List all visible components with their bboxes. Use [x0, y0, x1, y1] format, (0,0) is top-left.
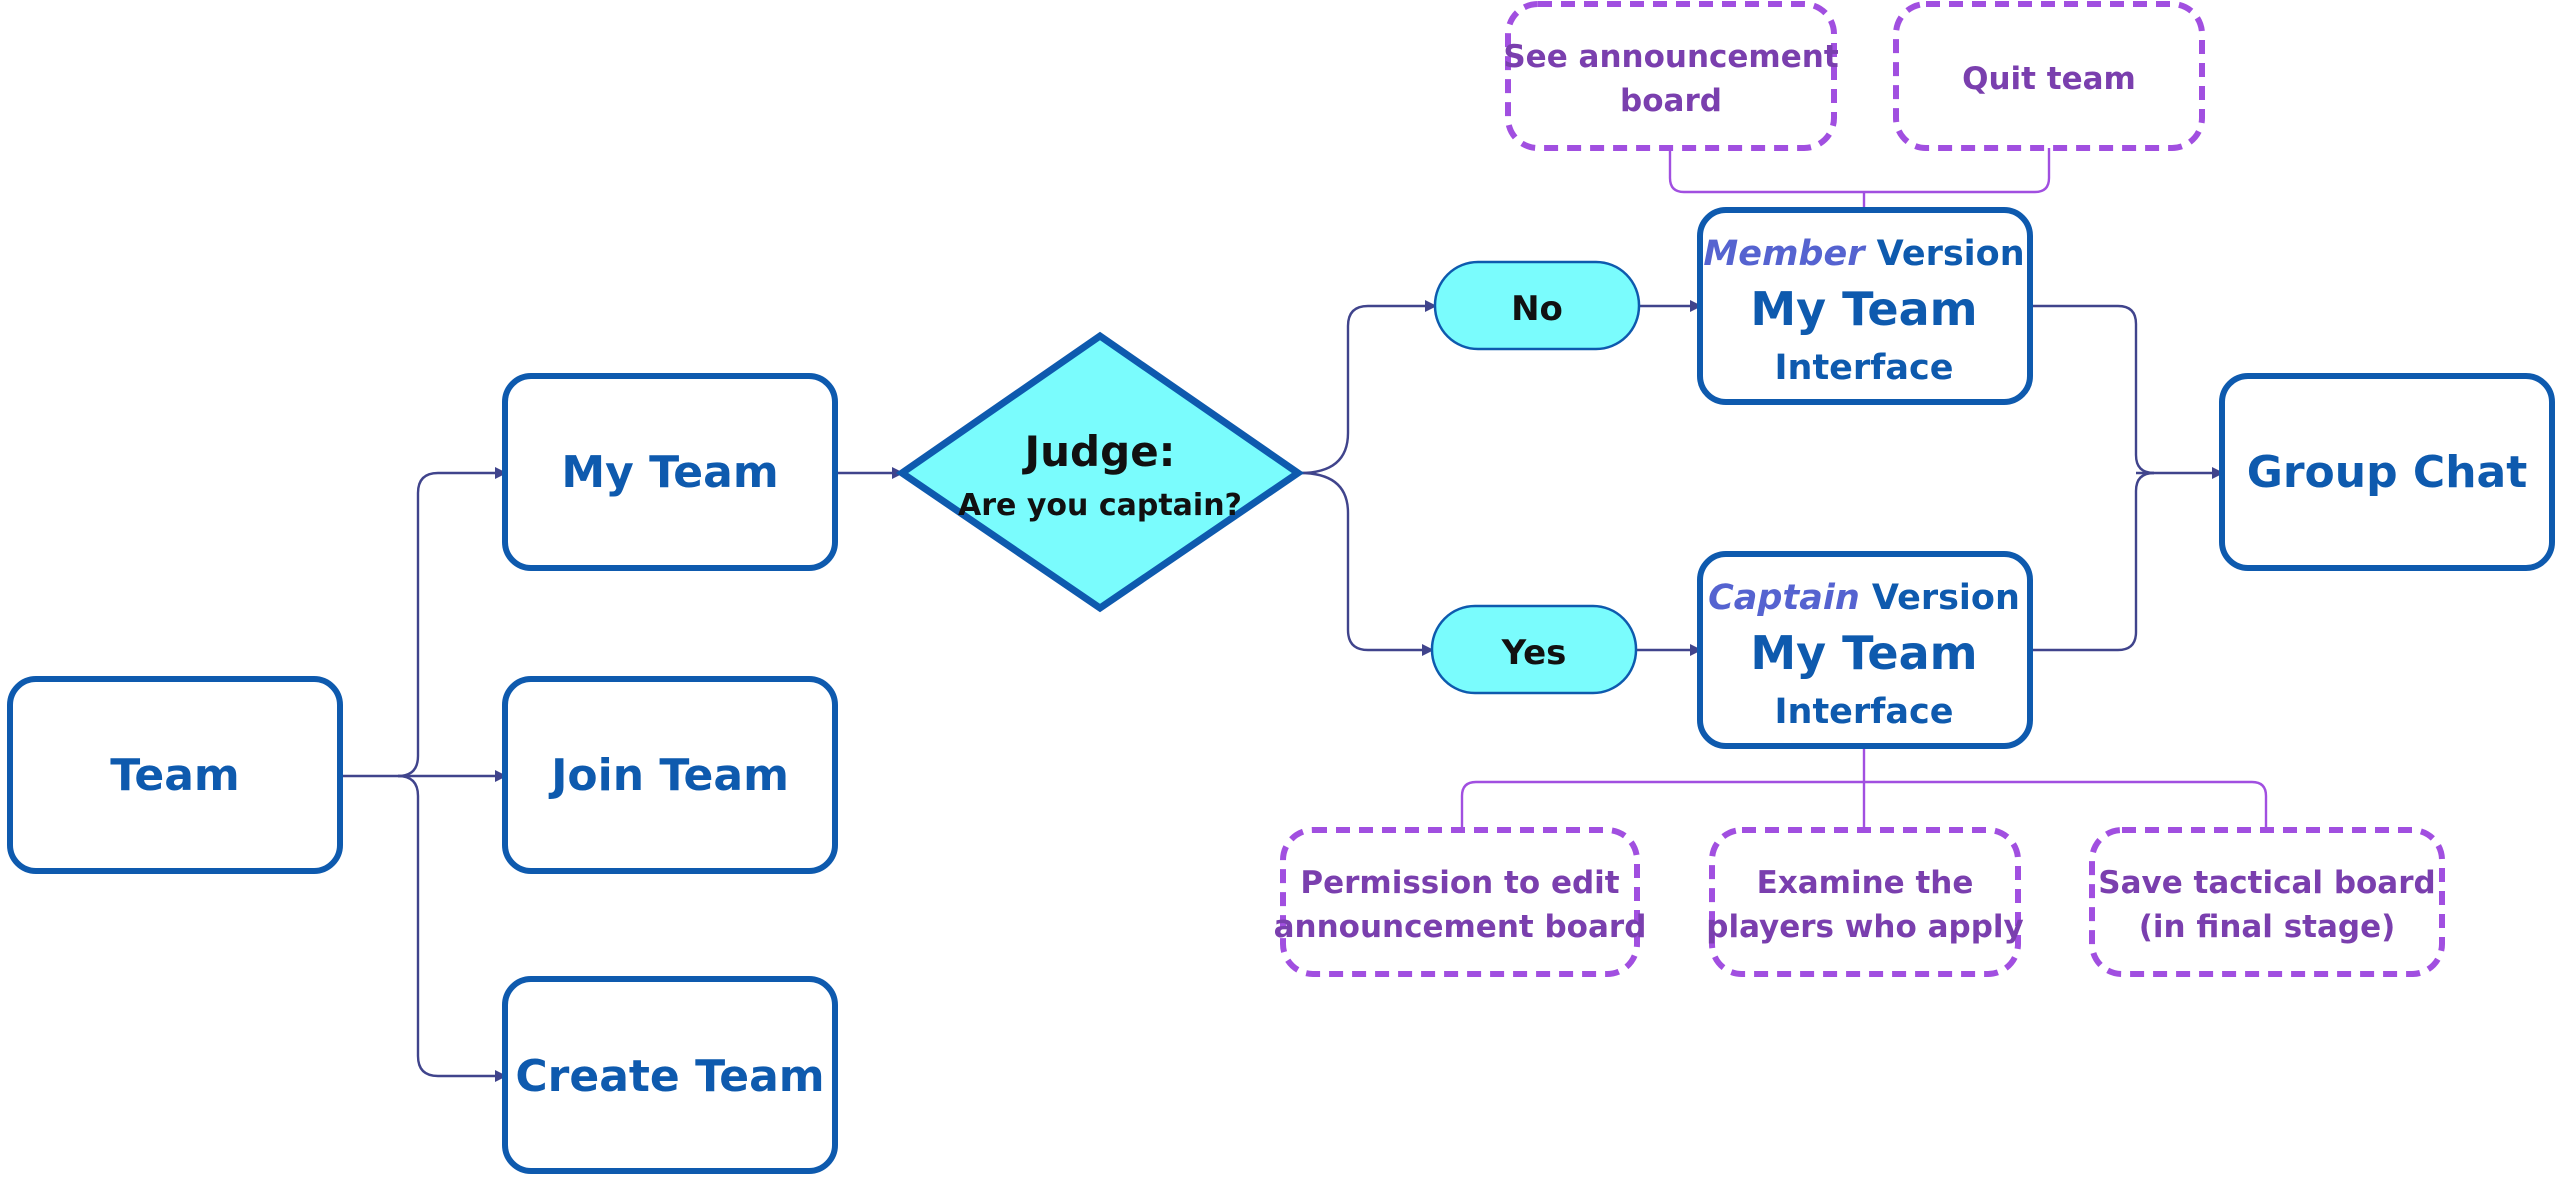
node-member-version-word: Version [1877, 234, 2025, 274]
node-member-interface-box [1697, 207, 2033, 405]
node-captain-title: My Team [1750, 626, 1977, 680]
node-no: No [1433, 260, 1641, 351]
node-create-team: Create Team [502, 976, 838, 1174]
node-group-chat-label: Group Chat [2247, 447, 2528, 498]
feature-see-announcement-board: See announcement board [1503, 1, 1839, 151]
feature-edit-board-line2: announcement board [1274, 909, 1647, 945]
node-judge-diamond [895, 331, 1305, 613]
node-member-interface: Member Version My Team Interface [1697, 207, 2033, 405]
node-yes-label: Yes [1501, 633, 1567, 673]
node-no-label: No [1511, 289, 1563, 329]
connector-team-to-create-team [397, 774, 507, 1082]
node-captain-interface: Captain Version My Team Interface [1697, 551, 2033, 749]
feature-edit-announcement-board: Permission to edit announcement board [1274, 827, 1647, 977]
node-judge-decision: Judge: Are you captain? [895, 331, 1305, 613]
feature-save-tactical-board: Save tactical board (in final stage) [2089, 827, 2445, 977]
node-team-box [7, 676, 343, 874]
feature-see-board-box [1505, 1, 1837, 151]
feature-save-board-line1: Save tactical board [2098, 865, 2435, 901]
node-team: Team [7, 676, 343, 874]
node-group-chat: Group Chat [2219, 373, 2555, 571]
node-my-team: My Team [502, 373, 838, 571]
connector-member-to-chat [2032, 304, 2155, 475]
feature-edit-board-box [1280, 827, 1640, 977]
node-member-title: My Team [1750, 282, 1977, 336]
feature-connectors [1460, 148, 2268, 828]
node-member-interface-word: Interface [1775, 348, 1954, 388]
node-yes-pill [1430, 604, 1638, 695]
node-captain-interface-word: Interface [1775, 692, 1954, 732]
node-create-team-label: Create Team [515, 1051, 824, 1102]
feature-edit-board-line1: Permission to edit [1300, 865, 1619, 901]
feature-examine-line1: Examine the [1757, 865, 1974, 901]
connector-captain-features [1460, 748, 2268, 828]
node-member-version-line: Member Version [1703, 234, 2024, 274]
node-no-pill [1433, 260, 1641, 351]
connector-judge-to-yes [1299, 471, 1434, 656]
node-yes: Yes [1430, 604, 1638, 695]
connector-member-features [1668, 148, 2051, 208]
feature-examine-box [1709, 827, 2021, 977]
connectors [340, 300, 2224, 1082]
node-join-team-label: Join Team [548, 750, 789, 801]
connector-team-to-my-team [397, 467, 507, 778]
feature-examine-line2: players who apply [1706, 909, 2023, 945]
feature-quit-team: Quit team [1893, 1, 2205, 151]
connector-judge-to-no [1299, 300, 1437, 475]
node-join-team: Join Team [502, 676, 838, 874]
feature-see-board-line2: board [1620, 83, 1722, 119]
node-create-team-box [502, 976, 838, 1174]
feature-examine-players: Examine the players who apply [1706, 827, 2024, 977]
node-join-team-box [502, 676, 838, 874]
node-captain-version-line: Captain Version [1708, 578, 2020, 618]
feature-save-board-line2: (in final stage) [2139, 909, 2396, 945]
node-my-team-box [502, 373, 838, 571]
node-my-team-label: My Team [561, 447, 778, 498]
feature-quit-team-box [1893, 1, 2205, 151]
node-captain-interface-box [1697, 551, 2033, 749]
feature-save-board-box [2089, 827, 2445, 977]
connector-captain-to-chat [2032, 471, 2155, 652]
feature-quit-team-label: Quit team [1962, 61, 2136, 97]
node-captain-role: Captain [1708, 578, 1860, 618]
node-member-role: Member [1703, 234, 1867, 274]
feature-see-board-line1: See announcement [1503, 39, 1838, 75]
node-judge-title: Judge: [1022, 427, 1176, 476]
node-team-label: Team [110, 750, 240, 801]
node-judge-question: Are you captain? [958, 488, 1242, 523]
node-captain-version-word: Version [1872, 578, 2020, 618]
node-group-chat-box [2219, 373, 2555, 571]
